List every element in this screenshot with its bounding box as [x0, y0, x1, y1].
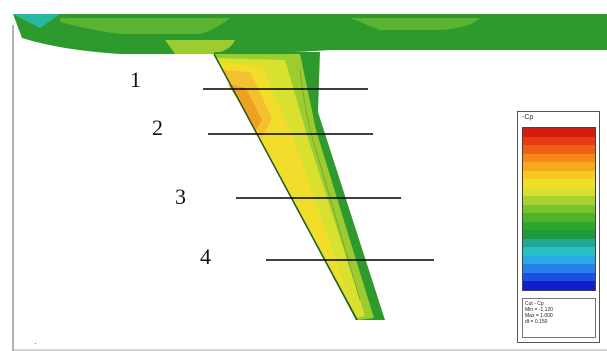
strut-contour	[213, 52, 385, 321]
section-label-4: 4	[200, 244, 211, 269]
legend-color-band	[523, 170, 595, 180]
legend-color-band	[523, 128, 595, 137]
legend-info-box: Cut - Cp Min = -1.120 Max = 1.000 dt = 0…	[522, 298, 596, 338]
legend-color-band	[523, 196, 595, 205]
legend-color-band	[523, 230, 595, 239]
legend-color-band	[523, 145, 595, 154]
legend-color-band	[523, 187, 595, 197]
legend-title: -Cp	[522, 114, 534, 121]
legend-color-band	[523, 204, 595, 214]
legend-color-band	[523, 238, 595, 248]
legend-info-line: dt = 0.150	[525, 319, 548, 325]
legend-color-band	[523, 213, 595, 222]
legend-color-band	[523, 264, 595, 273]
legend-color-band	[523, 247, 595, 256]
color-legend: -Cp Cut - Cp Min = -1.120 Max = 1.000 dt…	[517, 111, 600, 343]
legend-color-band	[523, 179, 595, 188]
section-label-2: 2	[152, 115, 163, 140]
section-lines	[203, 88, 434, 261]
section-label-3: 3	[175, 184, 186, 209]
legend-color-band	[523, 221, 595, 231]
section-label-1: 1	[130, 67, 141, 92]
legend-color-band	[523, 272, 595, 282]
legend-color-band	[523, 153, 595, 163]
legend-color-band	[523, 255, 595, 265]
corner-mark: ·	[34, 339, 37, 348]
legend-color-bar	[522, 127, 596, 291]
legend-info-line: Cut - Cp	[525, 301, 544, 307]
legend-info-line: Max = 1.000	[525, 313, 553, 319]
legend-info-line: Min = -1.120	[525, 307, 553, 313]
legend-color-band	[523, 162, 595, 171]
legend-color-band	[523, 136, 595, 146]
legend-color-band	[523, 281, 595, 290]
wing-surface	[13, 14, 607, 54]
